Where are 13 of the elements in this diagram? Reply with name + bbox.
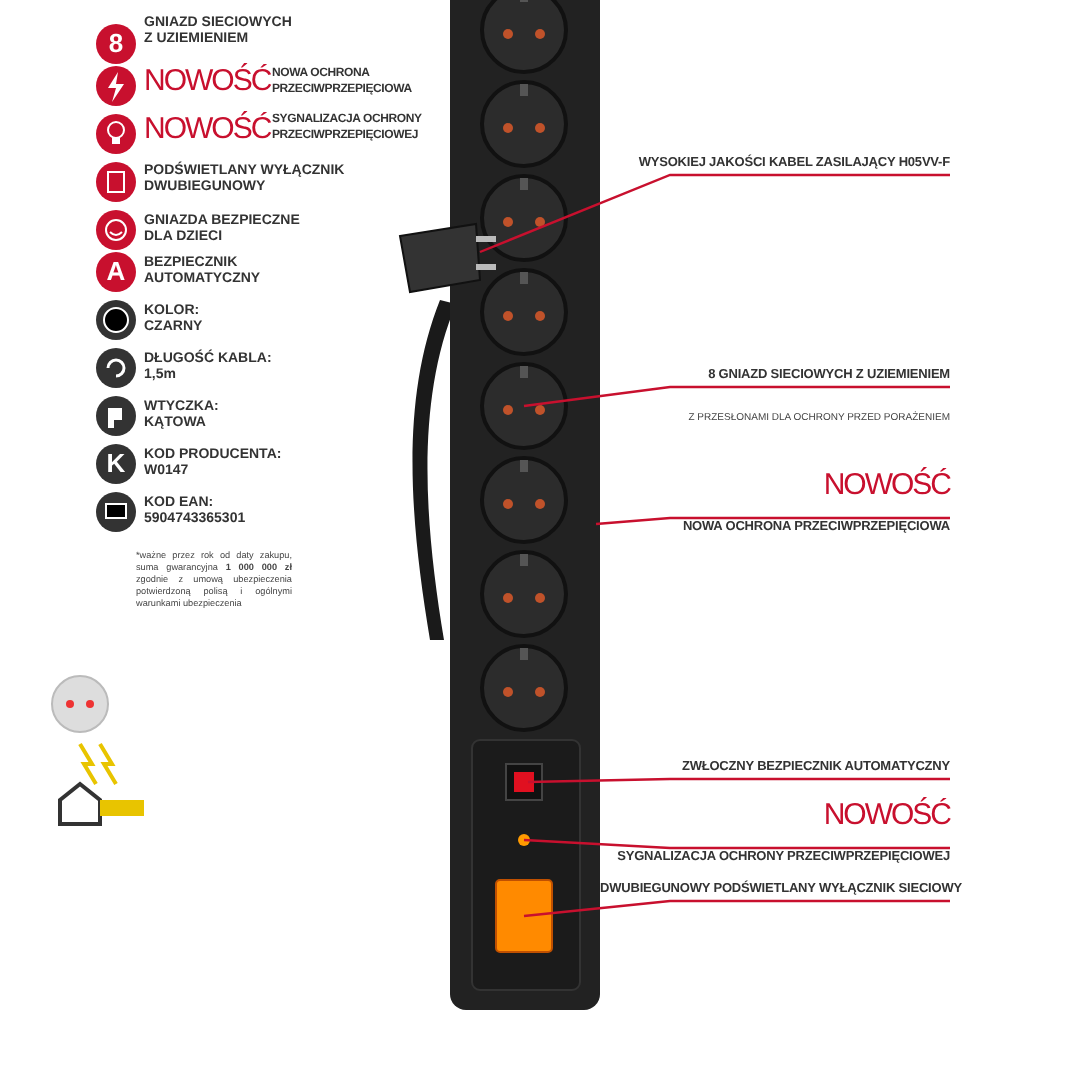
letter-badge: A [96,252,136,292]
letter-badge: K [96,444,136,484]
leader-line [523,385,950,408]
number-badge: 8 [96,24,136,64]
highlight-heading: NOWOŚĆ [144,114,271,146]
leader-line [479,173,950,254]
highlight-heading: NOWOŚĆ [823,470,950,502]
leader-line [527,777,950,784]
leader-line [523,838,950,850]
highlight-heading: NOWOŚĆ [823,800,950,832]
leader-line [595,516,950,526]
leader-line [523,899,950,918]
highlight-heading: NOWOŚĆ [144,66,271,98]
